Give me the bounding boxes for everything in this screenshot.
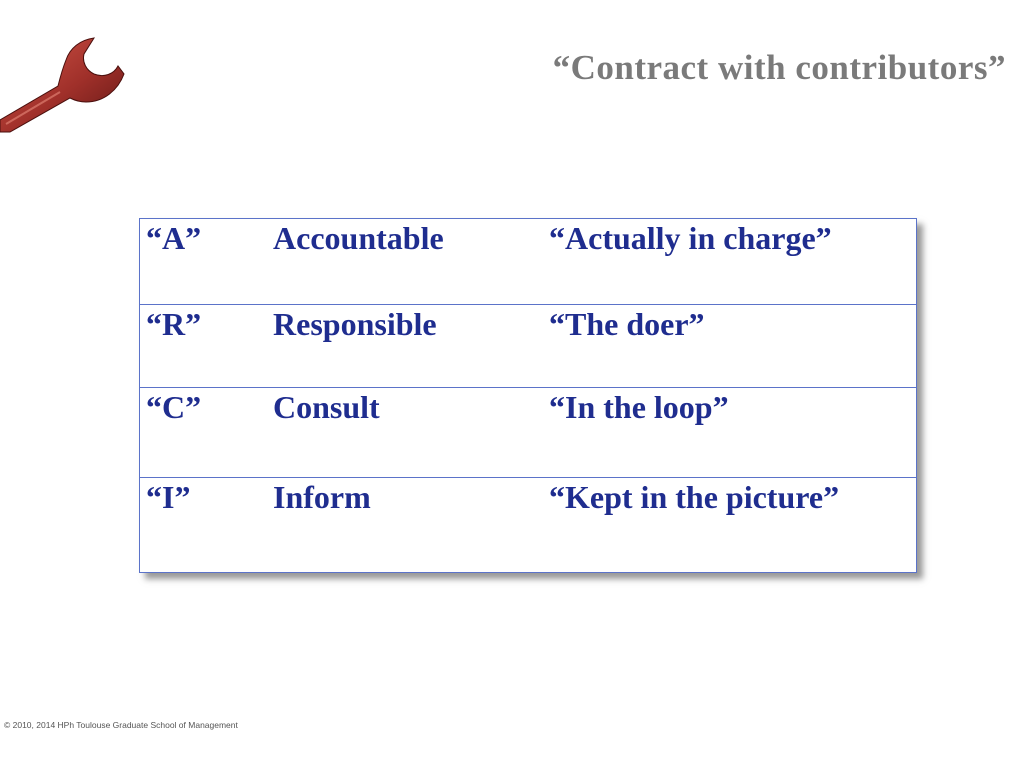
raci-description: “The doer” [549,306,705,342]
raci-role: Responsible [273,306,437,342]
table-row: “C” Consult “In the loop” [140,388,916,478]
raci-role: Consult [273,389,380,425]
table-row: “R” Responsible “The doer” [140,305,916,388]
slide-title: “Contract with contributors” [552,48,1006,87]
raci-letter: “R” [146,306,202,342]
raci-description: “In the loop” [549,389,729,425]
raci-description: “Actually in charge” [549,220,832,256]
raci-table: “A” Accountable “Actually in charge” “R”… [139,218,917,573]
table-row: “A” Accountable “Actually in charge” [140,219,916,305]
table-row: “I” Inform “Kept in the picture” [140,478,916,572]
raci-letter: “I” [146,479,191,515]
copyright-footer: © 2010, 2014 HPh Toulouse Graduate Schoo… [4,720,238,730]
raci-letter: “A” [146,220,202,256]
raci-role: Inform [273,479,371,515]
raci-letter: “C” [146,389,202,425]
raci-role: Accountable [273,220,444,256]
raci-description: “Kept in the picture” [549,479,840,515]
wrench-icon [0,37,125,133]
